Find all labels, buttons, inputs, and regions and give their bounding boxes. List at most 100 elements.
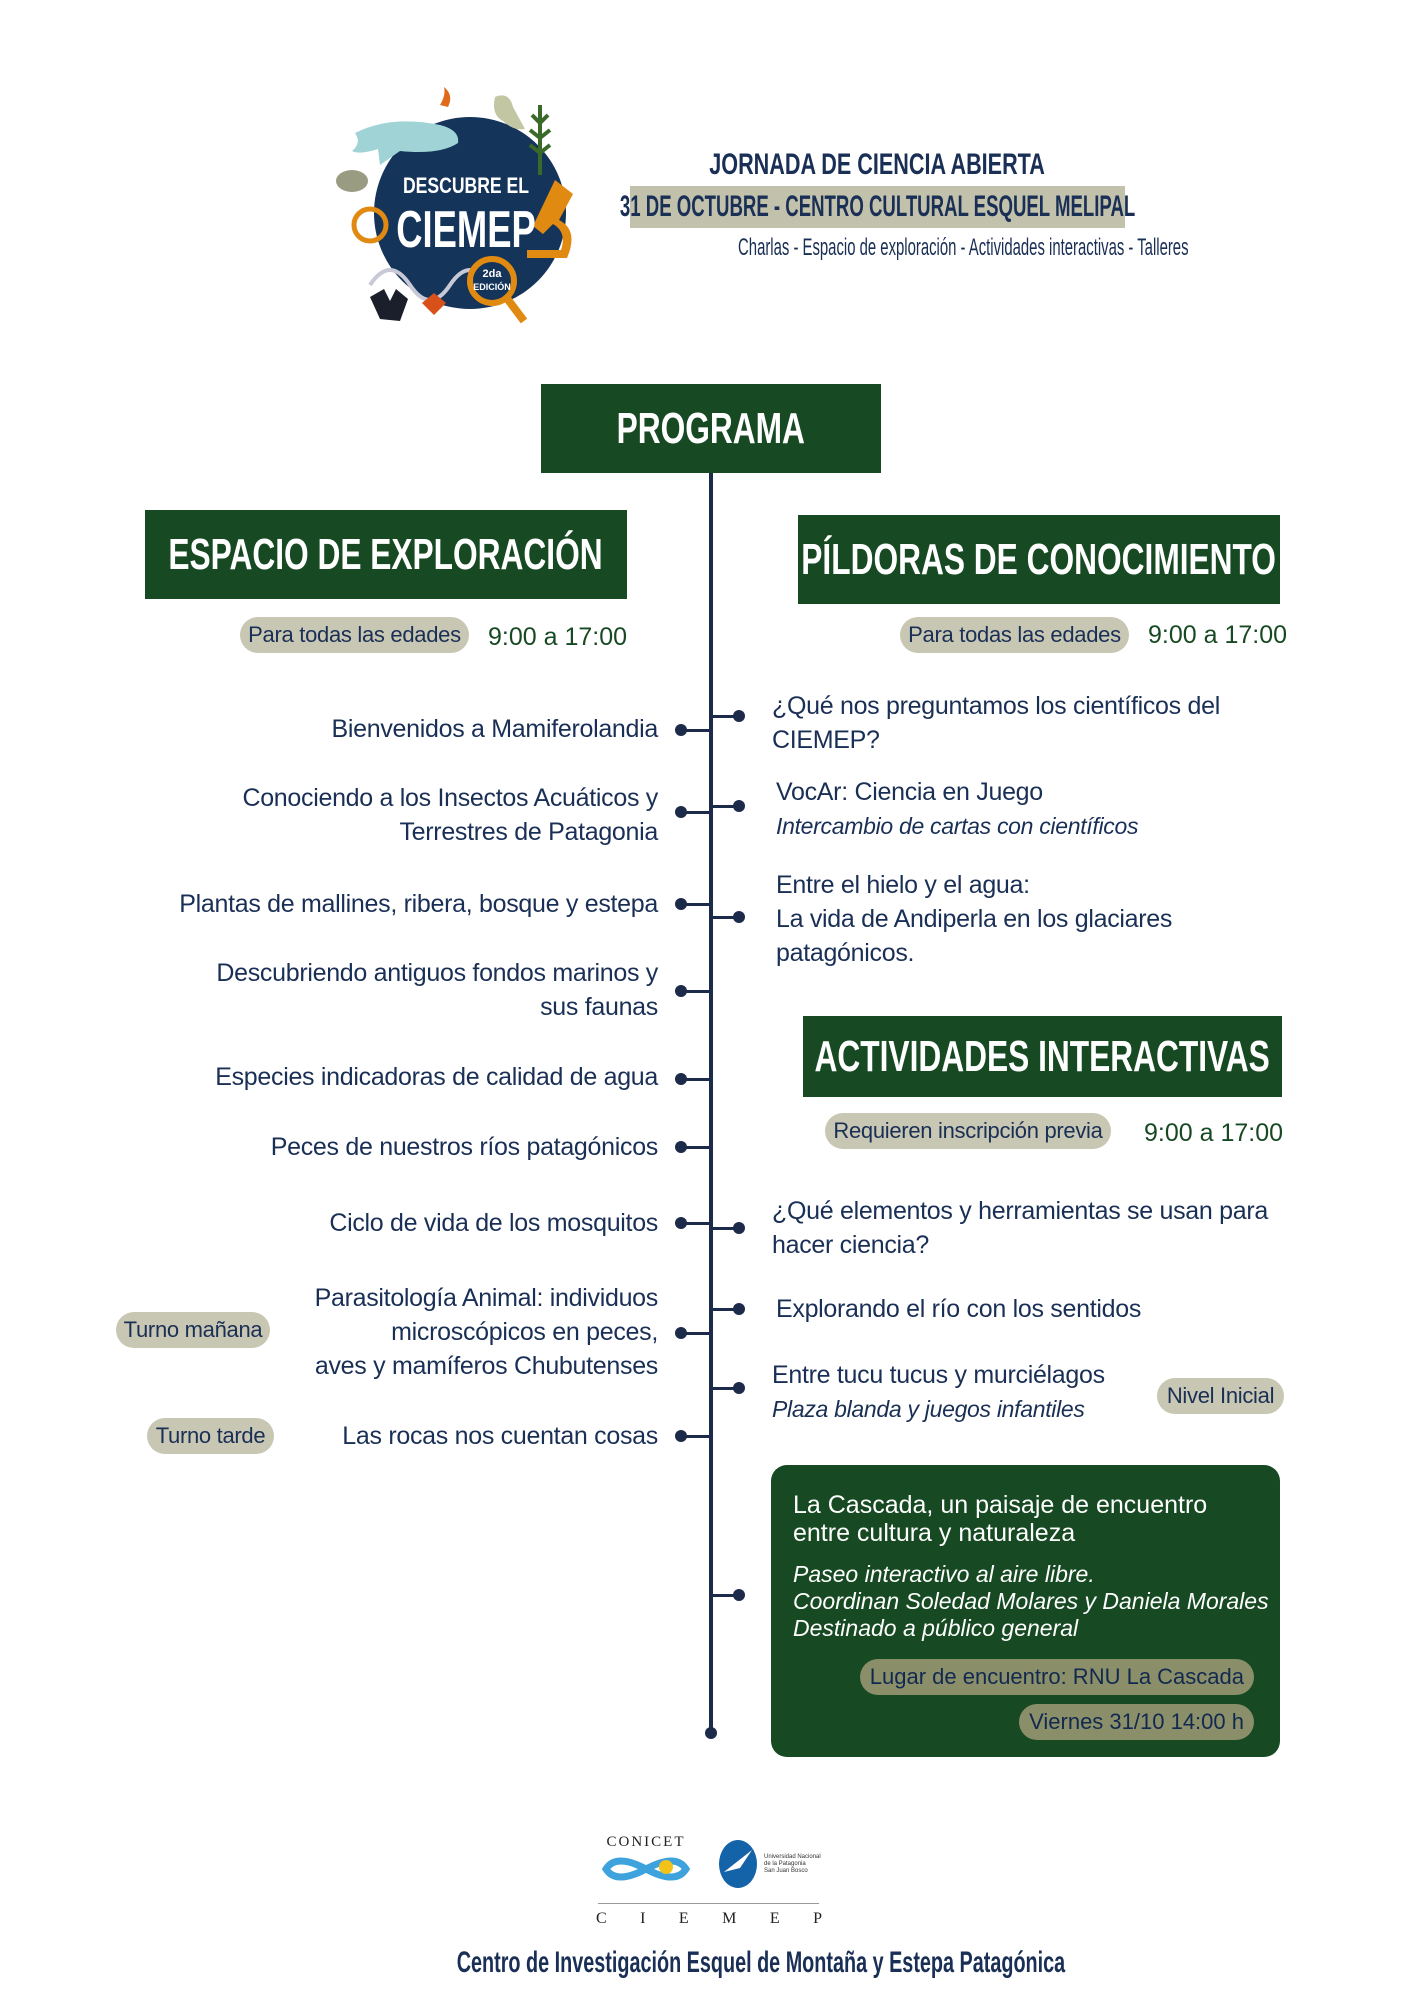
pildoras-time: 9:00 a 17:00 bbox=[1148, 621, 1288, 649]
logo-edition-num: 2da bbox=[483, 268, 503, 280]
item-line: patagónicos. bbox=[776, 939, 915, 967]
timeline-dot bbox=[733, 800, 745, 812]
connector bbox=[711, 1227, 739, 1230]
program-item: Explorando el río con los sentidos bbox=[776, 1292, 1141, 1326]
actividades-registration-pill: Requieren inscripción previa bbox=[825, 1113, 1111, 1149]
exploration-item: Plantas de mallines, ribera, bosque y es… bbox=[179, 887, 658, 921]
card-details: Paseo interactivo al aire libre.Coordina… bbox=[793, 1561, 1269, 1641]
card-place-pill: Lugar de encuentro: RNU La Cascada bbox=[859, 1659, 1254, 1695]
actividades-heading: ACTIVIDADES INTERACTIVAS bbox=[803, 1016, 1282, 1097]
item-line: CIEMEP? bbox=[772, 726, 880, 754]
item-line: ¿Qué nos preguntamos los científicos del bbox=[772, 692, 1220, 720]
item-line: Explorando el río con los sentidos bbox=[776, 1295, 1142, 1323]
shift-tag: Turno tarde bbox=[147, 1418, 274, 1454]
item-line: sus faunas bbox=[540, 993, 658, 1021]
connector bbox=[681, 903, 711, 906]
item-line: Conociendo a los Insectos Acuáticos y bbox=[242, 784, 658, 812]
timeline-dot bbox=[675, 1217, 687, 1229]
timeline-dot bbox=[675, 724, 687, 736]
logo-line1: DESCUBRE EL bbox=[403, 174, 529, 198]
program-item: ¿Qué nos preguntamos los científicos del… bbox=[772, 689, 1220, 757]
timeline-dot bbox=[675, 1073, 687, 1085]
espacio-exploracion-heading: ESPACIO DE EXPLORACIÓN bbox=[145, 510, 627, 599]
connector bbox=[681, 1146, 711, 1149]
connector bbox=[711, 805, 739, 808]
card-dot bbox=[733, 1589, 745, 1601]
rodent-icon bbox=[336, 170, 368, 192]
item-line: Plantas de mallines, ribera, bosque y es… bbox=[179, 890, 658, 918]
timeline-dot bbox=[675, 898, 687, 910]
card-date-pill: Viernes 31/10 14:00 h bbox=[1019, 1704, 1254, 1740]
timeline-dot bbox=[675, 1430, 687, 1442]
timeline-dot bbox=[733, 710, 745, 722]
timeline-dot bbox=[733, 911, 745, 923]
event-title: JORNADA DE CIENCIA ABIERTA bbox=[709, 148, 1046, 181]
connector bbox=[681, 1435, 711, 1438]
exploration-item: Peces de nuestros ríos patagónicos bbox=[270, 1130, 659, 1164]
infinity-sun-icon bbox=[601, 1857, 691, 1881]
connector bbox=[711, 1387, 739, 1390]
exploration-item: Especies indicadoras de calidad de agua bbox=[215, 1060, 658, 1094]
exploration-item: Descubriendo antiguos fondos marinos y su… bbox=[216, 956, 658, 1024]
connector bbox=[681, 1078, 711, 1081]
level-tag: Nivel Inicial bbox=[1157, 1378, 1284, 1414]
item-line: Ciclo de vida de los mosquitos bbox=[329, 1209, 658, 1237]
connector bbox=[711, 1308, 739, 1311]
timeline-dot bbox=[675, 1327, 687, 1339]
item-subtitle: Plaza blanda y juegos infantiles bbox=[772, 1396, 1085, 1422]
item-subtitle: Intercambio de cartas con científicos bbox=[776, 813, 1139, 839]
shift-tag: Turno mañana bbox=[116, 1312, 270, 1348]
exploration-item: Ciclo de vida de los mosquitos bbox=[329, 1206, 658, 1240]
item-line: Peces de nuestros ríos patagónicos bbox=[270, 1133, 659, 1161]
exploration-item: Bienvenidos a Mamiferolandia bbox=[331, 712, 658, 746]
item-line: Entre tucu tucus y murciélagos bbox=[772, 1361, 1105, 1389]
item-line: La vida de Andiperla en los glaciares bbox=[776, 905, 1173, 933]
timeline-dot bbox=[733, 1303, 745, 1315]
espacio-age-pill: Para todas las edades bbox=[240, 617, 469, 653]
footer-divider bbox=[598, 1903, 819, 1904]
timeline-dot bbox=[733, 1382, 745, 1394]
event-subtitle: Charlas - Espacio de exploración - Activ… bbox=[738, 234, 1189, 261]
programa-heading: PROGRAMA bbox=[541, 384, 881, 473]
pildoras-heading: PÍLDORAS DE CONOCIMIENTO bbox=[798, 515, 1280, 604]
conicet-logo: CONICET bbox=[598, 1834, 694, 1892]
item-line: VocAr: Ciencia en Juego bbox=[776, 778, 1043, 806]
actividades-time: 9:00 a 17:00 bbox=[1144, 1119, 1284, 1147]
timeline-end-dot bbox=[705, 1727, 717, 1739]
fish-icon bbox=[352, 121, 459, 165]
item-line: microscópicos en peces, bbox=[391, 1318, 658, 1346]
exploration-item: Las rocas nos cuentan cosas bbox=[342, 1419, 658, 1453]
item-line: hacer ciencia? bbox=[772, 1231, 930, 1259]
exploration-item: Conociendo a los Insectos Acuáticos y Ter… bbox=[242, 781, 658, 849]
program-item: Entre el hielo y el agua:La vida de Andi… bbox=[776, 868, 1172, 970]
logo-edition-word: EDICIÓN bbox=[473, 281, 511, 292]
exploration-item: Parasitología Animal: individuos microscó… bbox=[314, 1281, 659, 1383]
item-line: Descubriendo antiguos fondos marinos y bbox=[216, 959, 658, 987]
item-line: Bienvenidos a Mamiferolandia bbox=[331, 715, 658, 743]
bird-icon bbox=[494, 95, 525, 130]
espacio-time: 9:00 a 17:00 bbox=[488, 623, 628, 651]
item-line: Las rocas nos cuentan cosas bbox=[342, 1422, 658, 1450]
item-line: Terrestres de Patagonia bbox=[399, 818, 658, 846]
timeline-dot bbox=[675, 806, 687, 818]
connector bbox=[681, 729, 711, 732]
item-line: aves y mamíferos Chubutenses bbox=[314, 1352, 658, 1380]
timeline-dot bbox=[733, 1222, 745, 1234]
timeline-dot bbox=[675, 985, 687, 997]
connector bbox=[681, 811, 711, 814]
leaf-icon bbox=[422, 293, 446, 315]
bat-icon bbox=[370, 289, 408, 321]
card-connector bbox=[711, 1594, 739, 1597]
item-line: Parasitología Animal: individuos bbox=[314, 1284, 659, 1312]
timeline-dot bbox=[675, 1141, 687, 1153]
plant-icon bbox=[528, 105, 552, 175]
descubre-ciemep-logo: DESCUBRE EL CIEMEP 2da EDICIÓN bbox=[336, 87, 573, 324]
fire-icon bbox=[440, 87, 451, 107]
connector bbox=[681, 1222, 711, 1225]
connector bbox=[681, 990, 711, 993]
